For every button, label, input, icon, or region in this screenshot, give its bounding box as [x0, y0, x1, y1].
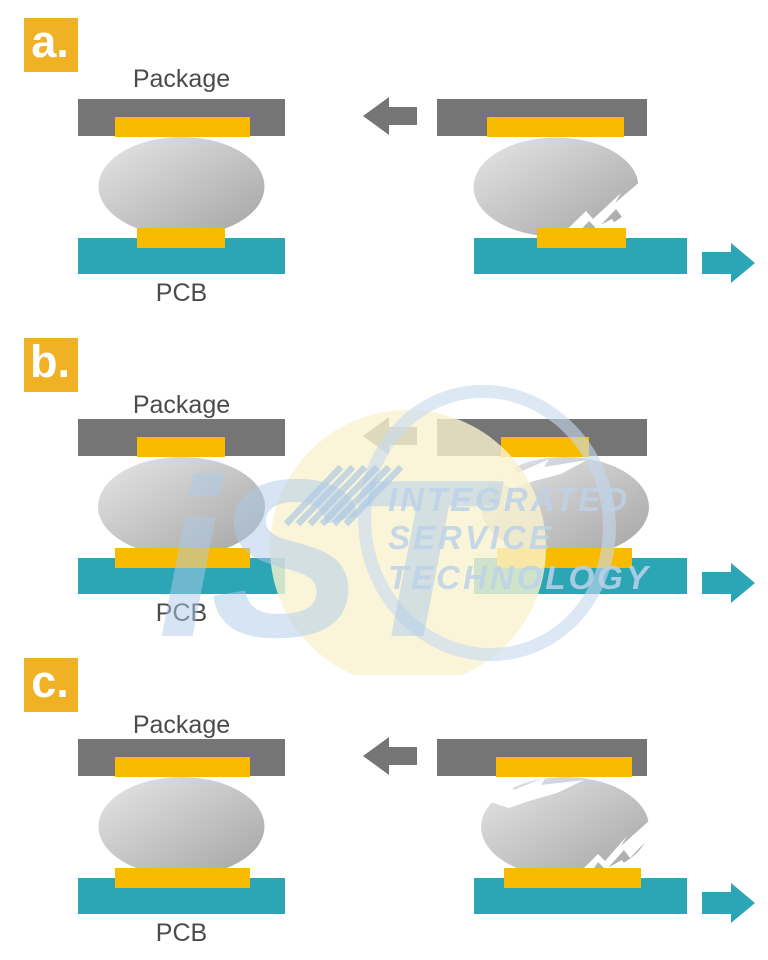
shift-left-arrow-icon: [363, 97, 417, 135]
pcb-pad: [537, 228, 626, 248]
failure-mode-row-b: b. Package PCB: [0, 320, 768, 640]
failure-mode-row-c: c. Package PCB: [0, 640, 768, 960]
package-label: Package: [132, 65, 231, 93]
shift-right-arrow-icon: [702, 243, 755, 283]
row-label-text: b.: [30, 336, 70, 387]
pcb-label: PCB: [155, 599, 208, 627]
solder-ball: [98, 137, 265, 236]
package-label: Package: [132, 711, 231, 739]
row-label-text: c.: [31, 656, 69, 707]
pcb-pad: [115, 868, 250, 888]
row-a-graphics: [78, 97, 755, 283]
solder-ball: [98, 777, 265, 876]
shift-right-arrow-icon: [702, 883, 755, 923]
row-label-badge: c.: [24, 658, 78, 712]
shift-left-arrow-icon: [363, 417, 417, 455]
package-pad: [115, 117, 250, 137]
row-c-graphics: [78, 737, 755, 923]
package-pad: [501, 437, 589, 457]
solder-ball: [98, 457, 265, 556]
crack: [490, 777, 584, 808]
pcb-label: PCB: [155, 279, 208, 307]
pcb-label: PCB: [155, 919, 208, 947]
pcb-pad: [497, 548, 632, 568]
package-pad: [487, 117, 624, 137]
pcb-pad: [137, 228, 225, 248]
row-label-badge: a.: [24, 18, 78, 72]
package-label: Package: [132, 391, 231, 419]
package-pad: [496, 757, 632, 777]
failure-mode-row-a: a. Package PCB: [0, 0, 768, 320]
row-label-badge: b.: [24, 338, 78, 392]
solder-ball-cracked: [473, 137, 639, 237]
row-b-graphics: [78, 417, 755, 603]
row-label-text: a.: [31, 16, 69, 67]
shift-right-arrow-icon: [702, 563, 755, 603]
shift-left-arrow-icon: [363, 737, 417, 775]
pcb-pad: [504, 868, 641, 888]
package-pad: [115, 757, 250, 777]
pcb-pad: [115, 548, 250, 568]
package-pad: [137, 437, 225, 457]
